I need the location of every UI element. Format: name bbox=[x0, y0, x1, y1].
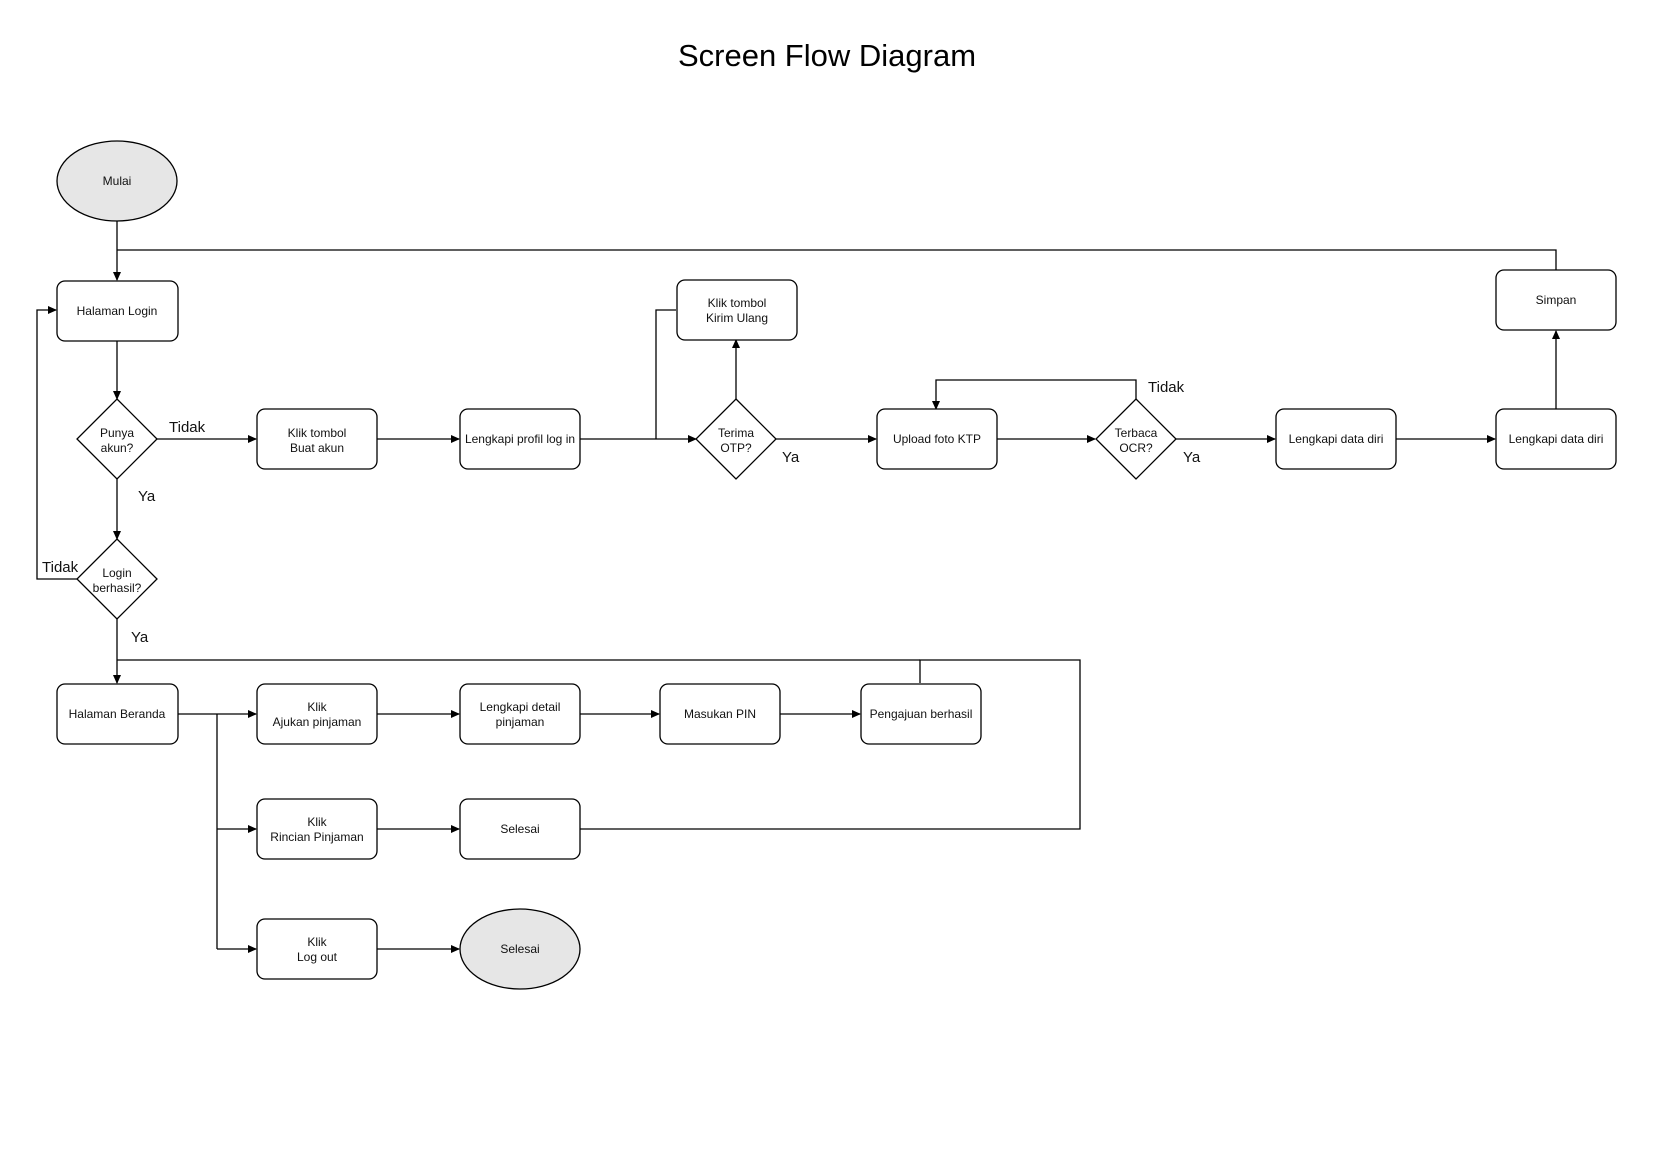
edge-simpan-login bbox=[117, 249, 1557, 270]
node-terbaca-ocr-line2: OCR? bbox=[1119, 441, 1153, 455]
edges bbox=[36, 221, 1560, 953]
node-klik-kirim-ulang-line2: Kirim Ulang bbox=[706, 311, 768, 325]
edge-ocr-upload bbox=[932, 379, 1137, 410]
node-klik-kirim-ulang[interactable]: Klik tombol Kirim Ulang bbox=[676, 279, 798, 341]
node-klik-logout[interactable]: Klik Log out bbox=[256, 918, 378, 980]
node-masukan-pin-label: Masukan PIN bbox=[684, 707, 756, 721]
label-ocr-tidak: Tidak bbox=[1148, 379, 1185, 396]
node-pengajuan-berhasil[interactable]: Pengajuan berhasil bbox=[860, 683, 982, 745]
node-upload-ktp[interactable]: Upload foto KTP bbox=[876, 408, 998, 470]
node-klik-rincian-line1: Klik bbox=[307, 815, 327, 829]
node-terbaca-ocr[interactable]: Terbaca OCR? bbox=[1095, 398, 1177, 480]
edge-return-loop bbox=[580, 659, 1081, 830]
node-selesai-box[interactable]: Selesai bbox=[459, 798, 581, 860]
label-ocr-ya: Ya bbox=[1183, 449, 1201, 466]
node-klik-ajukan[interactable]: Klik Ajukan pinjaman bbox=[256, 683, 378, 745]
node-lengkapi-profil[interactable]: Lengkapi profil log in bbox=[459, 408, 581, 470]
node-pengajuan-berhasil-label: Pengajuan berhasil bbox=[870, 707, 973, 721]
node-klik-logout-line2: Log out bbox=[297, 950, 338, 964]
node-selesai-end-label: Selesai bbox=[500, 942, 539, 956]
node-lengkapi-data-1[interactable]: Lengkapi data diri bbox=[1275, 408, 1397, 470]
node-selesai-end[interactable]: Selesai bbox=[459, 908, 581, 990]
node-lengkapi-data-1-label: Lengkapi data diri bbox=[1289, 432, 1384, 446]
node-login-berhasil-line2: berhasil? bbox=[93, 581, 142, 595]
node-login-berhasil[interactable]: Login berhasil? bbox=[76, 538, 158, 620]
node-klik-rincian-line2: Rincian Pinjaman bbox=[270, 830, 363, 844]
label-otp-ya: Ya bbox=[782, 449, 800, 466]
node-klik-ajukan-line1: Klik bbox=[307, 700, 327, 714]
edge-berhasil-login bbox=[36, 306, 77, 580]
node-klik-buat-akun[interactable]: Klik tombol Buat akun bbox=[256, 408, 378, 470]
label-punya-ya: Ya bbox=[138, 488, 156, 505]
node-klik-rincian[interactable]: Klik Rincian Pinjaman bbox=[256, 798, 378, 860]
node-simpan-label: Simpan bbox=[1536, 293, 1577, 307]
node-mulai[interactable]: Mulai bbox=[56, 140, 178, 222]
node-terima-otp-line2: OTP? bbox=[720, 441, 752, 455]
node-lengkapi-profil-label: Lengkapi profil log in bbox=[465, 432, 575, 446]
node-halaman-beranda-label: Halaman Beranda bbox=[69, 707, 166, 721]
node-punya-akun-line1: Punya bbox=[100, 426, 134, 440]
edge-kirim-back bbox=[655, 309, 676, 439]
edge-labels: Tidak Ya Ya Tidak Ya Tidak Ya bbox=[42, 379, 1201, 646]
node-masukan-pin[interactable]: Masukan PIN bbox=[659, 683, 781, 745]
node-lengkapi-detail-line1: Lengkapi detail bbox=[480, 700, 561, 714]
node-lengkapi-data-2-label: Lengkapi data diri bbox=[1509, 432, 1604, 446]
node-mulai-label: Mulai bbox=[103, 174, 132, 188]
node-klik-kirim-ulang-line1: Klik tombol bbox=[708, 296, 767, 310]
node-simpan[interactable]: Simpan bbox=[1495, 269, 1617, 331]
node-klik-buat-akun-line2: Buat akun bbox=[290, 441, 344, 455]
node-login-berhasil-line1: Login bbox=[102, 566, 131, 580]
node-punya-akun[interactable]: Punya akun? bbox=[76, 398, 158, 480]
node-lengkapi-data-2[interactable]: Lengkapi data diri bbox=[1495, 408, 1617, 470]
node-punya-akun-line2: akun? bbox=[101, 441, 134, 455]
node-klik-logout-line1: Klik bbox=[307, 935, 327, 949]
diagram-title: Screen Flow Diagram bbox=[678, 38, 976, 73]
node-upload-ktp-label: Upload foto KTP bbox=[893, 432, 981, 446]
node-terima-otp[interactable]: Terima OTP? bbox=[695, 398, 777, 480]
node-terima-otp-line1: Terima bbox=[718, 426, 754, 440]
label-login-ya: Ya bbox=[131, 629, 149, 646]
node-lengkapi-detail[interactable]: Lengkapi detail pinjaman bbox=[459, 683, 581, 745]
label-login-tidak: Tidak bbox=[42, 559, 79, 576]
nodes: Mulai Halaman Login Punya akun? Klik tom… bbox=[56, 140, 1617, 990]
node-selesai-box-label: Selesai bbox=[500, 822, 539, 836]
node-halaman-login-label: Halaman Login bbox=[77, 304, 158, 318]
node-lengkapi-detail-line2: pinjaman bbox=[496, 715, 545, 729]
node-klik-buat-akun-line1: Klik tombol bbox=[288, 426, 347, 440]
node-klik-ajukan-line2: Ajukan pinjaman bbox=[273, 715, 362, 729]
node-terbaca-ocr-line1: Terbaca bbox=[1115, 426, 1158, 440]
node-halaman-login[interactable]: Halaman Login bbox=[56, 280, 179, 342]
label-punya-tidak: Tidak bbox=[169, 419, 206, 436]
node-halaman-beranda[interactable]: Halaman Beranda bbox=[56, 683, 179, 745]
